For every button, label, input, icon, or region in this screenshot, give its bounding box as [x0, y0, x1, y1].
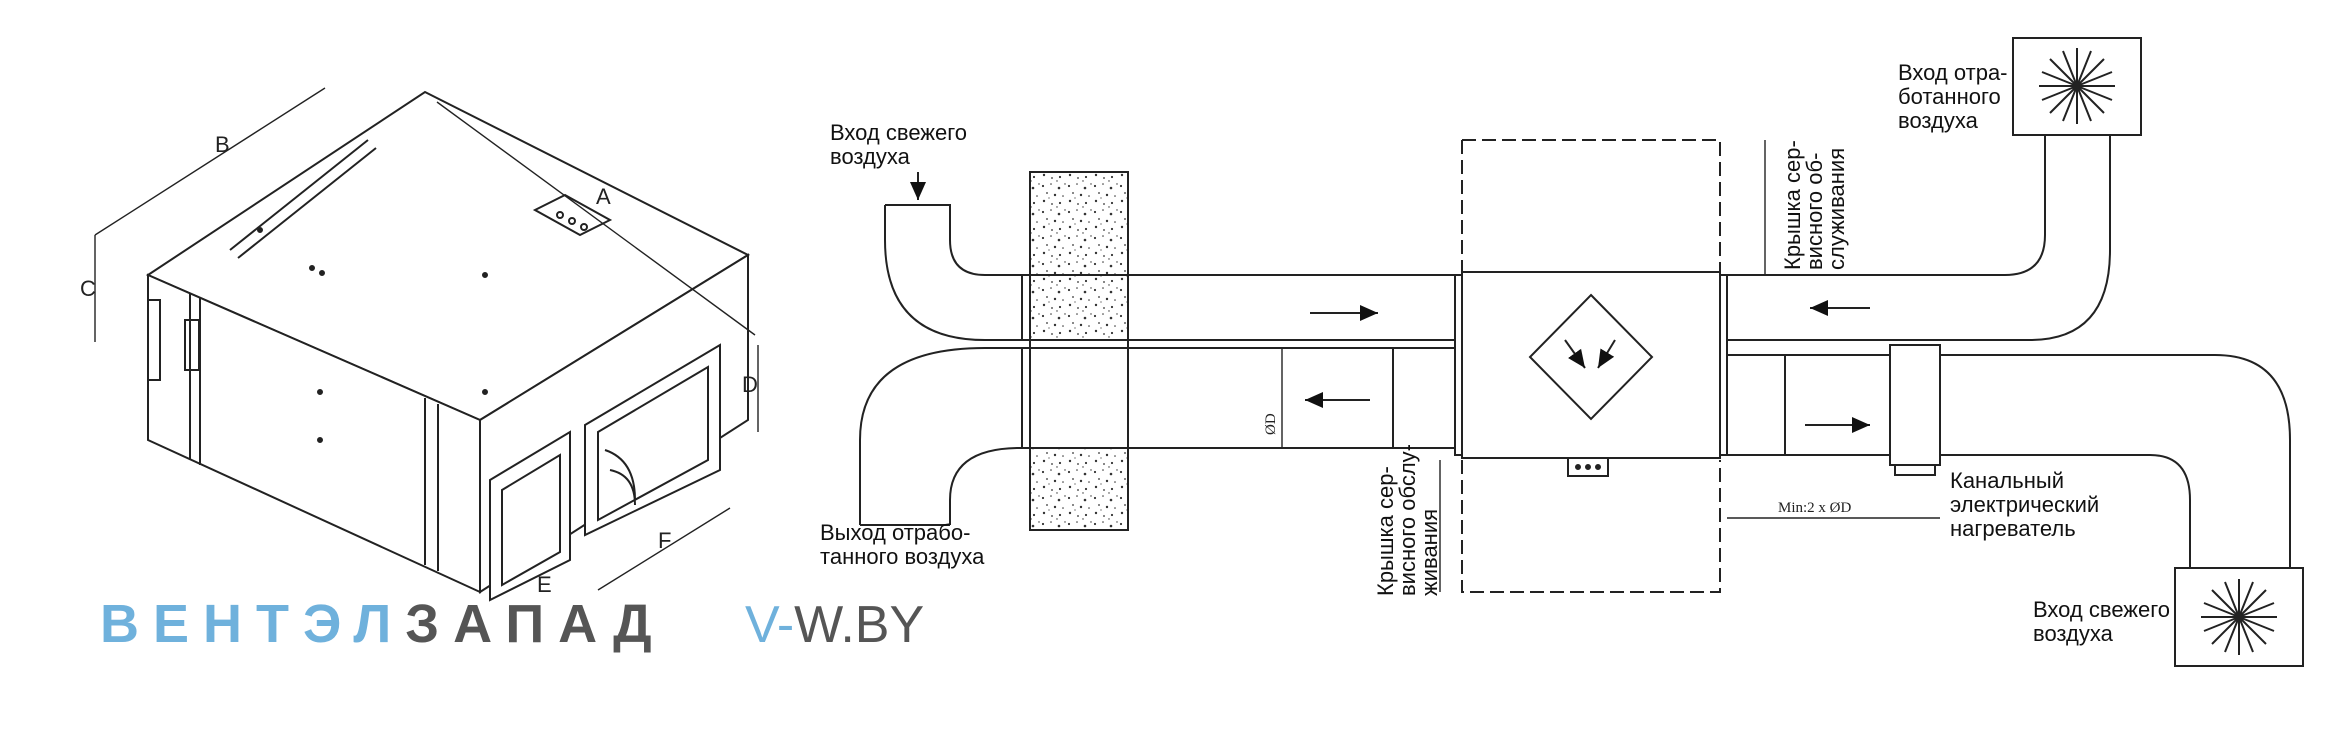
label-exhaust-out-2: танного воздуха	[820, 544, 985, 569]
label-exhaust-out-1: Выход отрабо-	[820, 520, 970, 545]
label-service-top-3: служивания	[1824, 148, 1849, 270]
label-exhaust-in-1: Вход отра-	[1898, 60, 2008, 85]
label-service-bottom-1: Крышка сер-	[1373, 466, 1398, 596]
dim-diameter: ØD	[1263, 413, 1279, 435]
label-fresh-in-left-1: Вход свежего	[830, 120, 967, 145]
dim-d-label: D	[742, 372, 758, 397]
dim-a-label: A	[596, 184, 611, 209]
dim-diameter-label: ØD	[1263, 413, 1279, 435]
label-fresh-in-right-2: воздуха	[2033, 621, 2114, 646]
label-service-top-2: висного об-	[1802, 153, 1827, 270]
watermark-url-rest: W.BY	[794, 596, 924, 654]
watermark-brand-part1: ВЕНТЭЛ	[100, 594, 405, 654]
dim-f-label: F	[658, 528, 671, 553]
grille-icon	[2201, 579, 2277, 655]
label-service-bottom-3: живания	[1417, 509, 1442, 596]
label-exhaust-in-3: воздуха	[1898, 108, 1979, 133]
watermark-brand: ВЕНТЭЛЗАПАД	[100, 594, 666, 654]
label-service-top: Крышка сер- висного об- служивания	[1780, 140, 1849, 270]
grille-icon	[2039, 48, 2115, 124]
watermark-brand-part2: ЗАПАД	[405, 594, 665, 654]
label-heater-1: Канальный	[1950, 468, 2064, 493]
label-service-bottom-2: висного обслу-	[1395, 444, 1420, 596]
label-heater-3: нагреватель	[1950, 516, 2076, 541]
watermark-url-prefix: V-	[745, 596, 794, 654]
dim-e-label: E	[537, 572, 552, 597]
label-fresh-in-left-2: воздуха	[830, 144, 911, 169]
dim-c-label: C	[80, 276, 96, 301]
duct-scheme	[859, 37, 2304, 667]
label-heater-2: электрический	[1950, 492, 2099, 517]
label-service-top-1: Крышка сер-	[1780, 140, 1805, 270]
label-fresh-in-right-1: Вход свежего	[2033, 597, 2170, 622]
label-service-bottom: Крышка сер- висного обслу- живания	[1373, 444, 1442, 596]
label-exhaust-in-2: ботанного	[1898, 84, 2001, 109]
dim-b-label: B	[215, 132, 230, 157]
unit-isometric-view	[94, 87, 759, 602]
watermark-url: V-W.BY	[745, 596, 924, 654]
dim-min-distance-label: Min:2 x ØD	[1778, 500, 1852, 516]
